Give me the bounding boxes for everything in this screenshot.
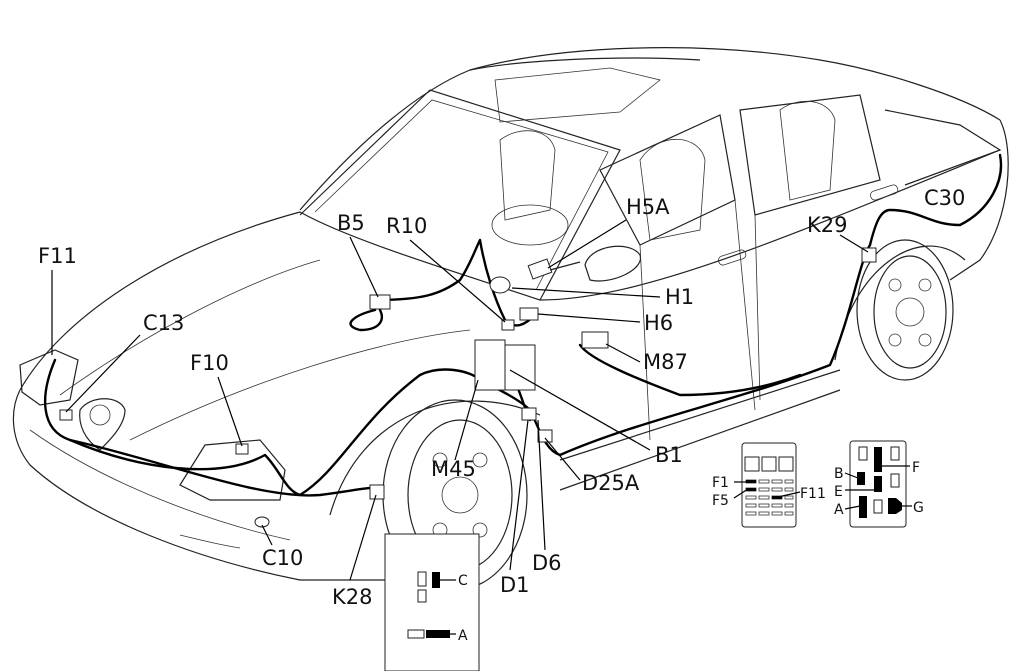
sensor-k28 bbox=[369, 484, 385, 500]
label-c30: C30 bbox=[924, 186, 965, 210]
connector-b5 bbox=[369, 294, 391, 310]
relay-label-e: E bbox=[834, 484, 843, 500]
label-b1: B1 bbox=[655, 443, 683, 467]
sensor-k29 bbox=[861, 247, 877, 263]
label-c13: C13 bbox=[143, 311, 184, 335]
relay-label-g: G bbox=[913, 500, 924, 516]
relay-box-inset: B E A F G bbox=[834, 440, 924, 528]
label-h5a: H5A bbox=[626, 195, 670, 219]
fuse-box-inset: F1 F5 F11 bbox=[712, 442, 826, 528]
fuse-label-f1: F1 bbox=[712, 475, 729, 491]
connector-d1 bbox=[521, 407, 537, 421]
label-b5: B5 bbox=[337, 211, 365, 235]
label-k28: K28 bbox=[332, 585, 373, 609]
label-k29: K29 bbox=[807, 213, 848, 237]
label-d25a: D25A bbox=[582, 471, 640, 495]
label-m87: M87 bbox=[643, 350, 688, 374]
label-d1: D1 bbox=[500, 573, 530, 597]
sensor-c10 bbox=[254, 516, 270, 528]
switch-h5a bbox=[527, 258, 553, 280]
relay-label-a: A bbox=[834, 502, 844, 518]
fuse-label-f5: F5 bbox=[712, 493, 729, 509]
label-f11: F11 bbox=[38, 244, 77, 268]
components bbox=[59, 247, 877, 528]
relay-label-f: F bbox=[912, 460, 920, 476]
module-m87 bbox=[581, 331, 609, 349]
label-m45: M45 bbox=[431, 457, 476, 481]
connector-label-a: A bbox=[458, 628, 468, 644]
label-h1: H1 bbox=[665, 285, 694, 309]
connector-inset: C A bbox=[384, 533, 480, 671]
connector-c13 bbox=[59, 409, 73, 421]
fuse-label-f11: F11 bbox=[800, 486, 826, 502]
label-d6: D6 bbox=[532, 551, 562, 575]
callout-labels: F11 C13 F10 B5 R10 H5A H1 H6 M87 K29 C30… bbox=[38, 186, 965, 609]
module-m45-a bbox=[474, 339, 506, 391]
label-f10: F10 bbox=[190, 351, 229, 375]
lamp-f10 bbox=[235, 443, 249, 455]
connector-label-c: C bbox=[458, 573, 468, 589]
relay-r10 bbox=[501, 319, 515, 331]
ignition-h1 bbox=[489, 276, 511, 294]
connector-d25a bbox=[537, 429, 553, 443]
relay-label-b: B bbox=[834, 466, 844, 482]
leader-lines bbox=[51, 219, 869, 581]
label-r10: R10 bbox=[386, 214, 427, 238]
label-h6: H6 bbox=[644, 311, 673, 335]
switch-h6 bbox=[519, 307, 539, 321]
module-m45-b bbox=[504, 344, 536, 391]
label-c10: C10 bbox=[262, 546, 303, 570]
